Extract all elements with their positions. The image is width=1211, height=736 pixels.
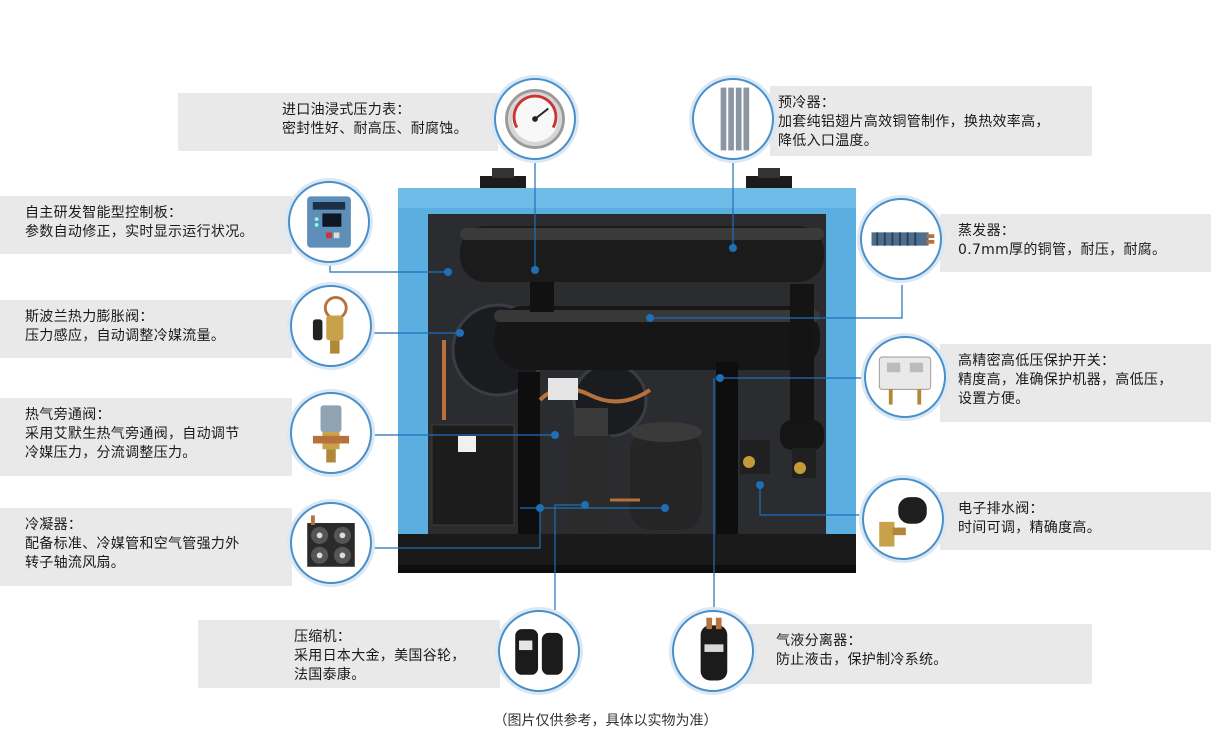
- callout-controller: 自主研发智能型控制板： 参数自动修正，实时显示运行状况。: [0, 196, 292, 254]
- callout-precooler-line-2: 降低入口温度。: [778, 133, 879, 149]
- callout-condenser-line-2: 转子轴流风扇。: [25, 555, 126, 571]
- gauge-icon: [494, 78, 576, 160]
- outlet-flange: [746, 176, 792, 190]
- callout-controller-line-1: 参数自动修正，实时显示运行状况。: [25, 224, 254, 240]
- callout-evaporator-title: 蒸发器：: [958, 223, 1016, 239]
- condenser-leader: [370, 508, 541, 549]
- callout-precooler: 预冷器： 加套纯铝翅片高效铜管制作，换热效率高， 降低入口温度。: [770, 86, 1092, 156]
- callout-condenser-line-1: 配备标准、冷媒管和空气管强力外: [25, 536, 240, 552]
- callout-evaporator: 蒸发器： 0.7mm厚的铜管，耐压，耐腐。: [940, 214, 1211, 272]
- callout-compressor-line-1: 采用日本大金，美国谷轮，: [294, 648, 466, 664]
- control-board-icon: [288, 181, 370, 263]
- callout-expansion-line-1: 压力感应，自动调整冷媒流量。: [25, 328, 226, 344]
- bypass-valve-icon: [290, 392, 372, 474]
- callout-pswitch-line-1: 精度高，准确保护机器，高低压，: [958, 372, 1173, 388]
- callout-separator-title: 气液分离器：: [776, 633, 862, 649]
- callout-compressor-title: 压缩机：: [294, 629, 352, 645]
- callout-condenser: 冷凝器： 配备标准、冷媒管和空气管强力外 转子轴流风扇。: [0, 508, 292, 586]
- pressure-switch-icon: [864, 336, 946, 418]
- callout-drain: 电子排水阀： 时间可调，精确度高。: [940, 492, 1211, 550]
- callout-evaporator-line-1: 0.7mm厚的铜管，耐压，耐腐。: [958, 242, 1167, 258]
- callout-compressor-line-2: 法国泰康。: [294, 667, 366, 683]
- condenser-fan-icon: [290, 502, 372, 584]
- callout-condenser-title: 冷凝器：: [25, 517, 83, 533]
- callout-drain-title: 电子排水阀：: [958, 501, 1044, 517]
- separator-icon: [672, 610, 754, 692]
- callout-precooler-title: 预冷器：: [778, 95, 836, 111]
- callout-pswitch-line-2: 设置方便。: [958, 391, 1030, 407]
- callout-gauge-title: 进口油浸式压力表：: [282, 102, 411, 118]
- precooler-icon: [692, 78, 774, 160]
- callout-separator-line-1: 防止液击，保护制冷系统。: [776, 652, 948, 668]
- callout-gauge: 进口油浸式压力表： 密封性好、耐高压、耐腐蚀。: [178, 93, 498, 151]
- compressor-leader: [554, 504, 585, 610]
- compressor-icon: [498, 610, 580, 692]
- callout-pswitch: 高精密高低压保护开关： 精度高，准确保护机器，高低压， 设置方便。: [940, 344, 1211, 422]
- expansion-valve-icon: [290, 285, 372, 367]
- callout-expansion: 斯波兰热力膨胀阀： 压力感应，自动调整冷媒流量。: [0, 300, 292, 358]
- separator-tank: [568, 432, 614, 532]
- callout-separator: 气液分离器： 防止液击，保护制冷系统。: [742, 624, 1092, 684]
- callout-bypass-line-2: 冷媒压力，分流调整压力。: [25, 445, 197, 461]
- evaporator-leader: [650, 285, 903, 319]
- callout-drain-line-1: 时间可调，精确度高。: [958, 520, 1101, 536]
- drain-valve-icon: [862, 478, 944, 560]
- inlet-flange: [480, 176, 526, 190]
- disclaimer-caption: （图片仅供参考，具体以实物为准）: [493, 713, 718, 729]
- machine-base: [398, 534, 856, 570]
- callout-gauge-line-1: 密封性好、耐高压、耐腐蚀。: [282, 121, 468, 137]
- callout-bypass-line-1: 采用艾默生热气旁通阀，自动调节: [25, 426, 240, 442]
- callout-pswitch-title: 高精密高低压保护开关：: [958, 353, 1116, 369]
- drain-leader: [759, 485, 862, 516]
- callout-bypass: 热气旁通阀： 采用艾默生热气旁通阀，自动调节 冷媒压力，分流调整压力。: [0, 398, 292, 476]
- controller-leader: [329, 262, 448, 273]
- callout-bypass-title: 热气旁通阀：: [25, 407, 111, 423]
- compressor-body: [630, 430, 702, 530]
- callout-controller-title: 自主研发智能型控制板：: [25, 205, 183, 221]
- callout-compressor: 压缩机： 采用日本大金，美国谷轮， 法国泰康。: [198, 620, 500, 688]
- evaporator-icon: [860, 198, 942, 280]
- callout-expansion-title: 斯波兰热力膨胀阀：: [25, 309, 154, 325]
- callout-precooler-line-1: 加套纯铝翅片高效铜管制作，换热效率高，: [778, 114, 1050, 130]
